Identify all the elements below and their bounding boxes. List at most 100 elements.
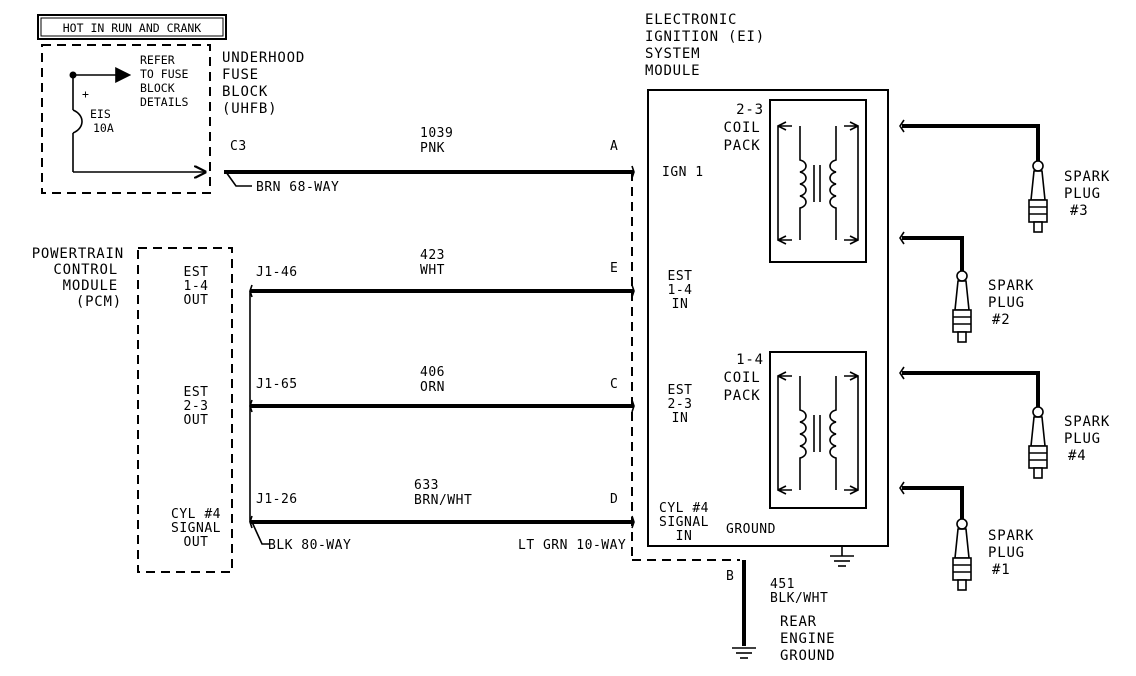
wire-c-color: ORN [420, 380, 445, 395]
plug4-label-3: #4 [1068, 448, 1086, 464]
ei-est23-2: 2-3 [668, 397, 693, 412]
refer-line-3: BLOCK [140, 81, 175, 95]
ei-cyl4-2: SIGNAL [659, 515, 709, 530]
wire-d-letter: D [610, 492, 618, 507]
ei-connector-type: LT GRN 10-WAY [518, 538, 626, 553]
uhfb-block: + EIS 10A REFER TO FUSE BLOCK DETAILS [41, 44, 211, 194]
fuse-label-rating: 10A [93, 121, 114, 135]
pcm-est14-1: EST [184, 265, 209, 280]
wire-c-circuit: 406 [420, 365, 445, 380]
ground-wire: B 451 BLK/WHT [726, 560, 828, 659]
hot-banner-text: HOT IN RUN AND CRANK [63, 21, 202, 35]
ei-name-3: SYSTEM [645, 46, 700, 62]
pcm-cyl4-3: OUT [184, 535, 209, 550]
pcm-name-1: POWERTRAIN [32, 246, 124, 262]
pcm-connector-leader [251, 521, 270, 545]
fuse-label-name: EIS [90, 107, 111, 121]
plug2-label-2: PLUG [988, 295, 1025, 311]
ei-est14-3: IN [672, 297, 689, 312]
ei-cyl4-1: CYL #4 [659, 501, 709, 516]
plug1-label-3: #1 [992, 562, 1010, 578]
wire-c: J1-65 406 ORN C [250, 365, 634, 408]
wire-c-letter: C [610, 377, 618, 392]
wire-d-color: BRN/WHT [414, 493, 472, 508]
pcm-est14-3: OUT [184, 293, 209, 308]
wire-a-pin: C3 [230, 139, 247, 154]
rear-ground-1: REAR [780, 614, 817, 630]
ei-est23-1: EST [668, 383, 693, 398]
spark-plug-2-icon [952, 270, 972, 343]
wire-e-pin: J1-46 [256, 265, 298, 280]
coil14-label-3: PACK [724, 388, 761, 404]
uhfb-connector-leader [225, 171, 252, 187]
wire-c-pin: J1-65 [256, 377, 298, 392]
ground-wire-color: BLK/WHT [770, 591, 828, 606]
spark-plug-4-icon [1028, 406, 1048, 479]
ei-name-2: IGNITION (EI) [645, 29, 765, 45]
uhfb-name-3: BLOCK [222, 84, 268, 100]
coil-pack-23 [769, 99, 867, 263]
plug1-label-1: SPARK [988, 528, 1034, 544]
wire-a-letter: A [610, 139, 618, 154]
pcm-cyl4-1: CYL #4 [171, 507, 221, 522]
pcm-name-3: MODULE [63, 278, 118, 294]
pcm-connector-type: BLK 80-WAY [268, 538, 351, 553]
wire-e-color: WHT [420, 263, 445, 278]
rear-ground-2: ENGINE [780, 631, 835, 647]
pcm-est23-3: OUT [184, 413, 209, 428]
uhfb-name-1: UNDERHOOD [222, 50, 305, 66]
spark-plug-3-icon [1028, 160, 1048, 233]
coil23-label-3: PACK [724, 138, 761, 154]
plug1-label-2: PLUG [988, 545, 1025, 561]
ei-cyl4-3: IN [676, 529, 693, 544]
ei-est23-3: IN [672, 411, 689, 426]
ground-wire-letter: B [726, 569, 734, 584]
uhfb-name-2: FUSE [222, 67, 259, 83]
rear-ground-3: GROUND [780, 648, 835, 664]
wire-e-letter: E [610, 261, 618, 276]
ei-name-4: MODULE [645, 63, 700, 79]
coil23-label-2: COIL [724, 120, 761, 136]
wire-d-circuit: 633 [414, 478, 439, 493]
spark-plug-1-icon [952, 518, 972, 591]
wire-d: J1-26 633 BRN/WHT D [250, 478, 634, 524]
ground-wire-circuit: 451 [770, 577, 795, 592]
plug4-lead [902, 371, 1040, 408]
wire-a-circuit: 1039 [420, 126, 453, 141]
ei-ground: GROUND [726, 522, 776, 537]
plug3-label-3: #3 [1070, 203, 1088, 219]
pcm-est23-1: EST [184, 385, 209, 400]
coil14-label-2: COIL [724, 370, 761, 386]
plug2-label-1: SPARK [988, 278, 1034, 294]
wire-e: J1-46 423 WHT E [250, 248, 634, 293]
plug1-lead [902, 486, 964, 520]
plug3-label-1: SPARK [1064, 169, 1110, 185]
uhfb-connector-type: BRN 68-WAY [256, 180, 339, 195]
coil23-label-1: 2-3 [736, 102, 764, 118]
pcm-name-4: (PCM) [76, 294, 122, 310]
ei-name-1: ELECTRONIC [645, 12, 737, 28]
coil14-label-1: 1-4 [736, 352, 764, 368]
pcm-block [137, 247, 233, 573]
plug2-lead [902, 236, 964, 272]
ei-module [647, 89, 889, 547]
ei-ign1: IGN 1 [662, 165, 704, 180]
refer-line-1: REFER [140, 53, 175, 67]
plug3-lead [902, 124, 1040, 162]
ei-est14-2: 1-4 [668, 283, 693, 298]
pcm-est14-2: 1-4 [184, 279, 209, 294]
coil-pack-14 [769, 351, 867, 509]
connector-marks [249, 165, 635, 529]
ei-est14-1: EST [668, 269, 693, 284]
pcm-est23-2: 2-3 [184, 399, 209, 414]
refer-line-4: DETAILS [140, 95, 189, 109]
wire-a-color: PNK [420, 141, 445, 156]
wire-e-circuit: 423 [420, 248, 445, 263]
uhfb-name-4: (UHFB) [222, 101, 277, 117]
plug2-label-3: #2 [992, 312, 1010, 328]
plug3-label-2: PLUG [1064, 186, 1101, 202]
fuse-plus: + [82, 87, 89, 101]
wire-d-pin: J1-26 [256, 492, 298, 507]
pcm-cyl4-2: SIGNAL [171, 521, 221, 536]
plug4-label-1: SPARK [1064, 414, 1110, 430]
